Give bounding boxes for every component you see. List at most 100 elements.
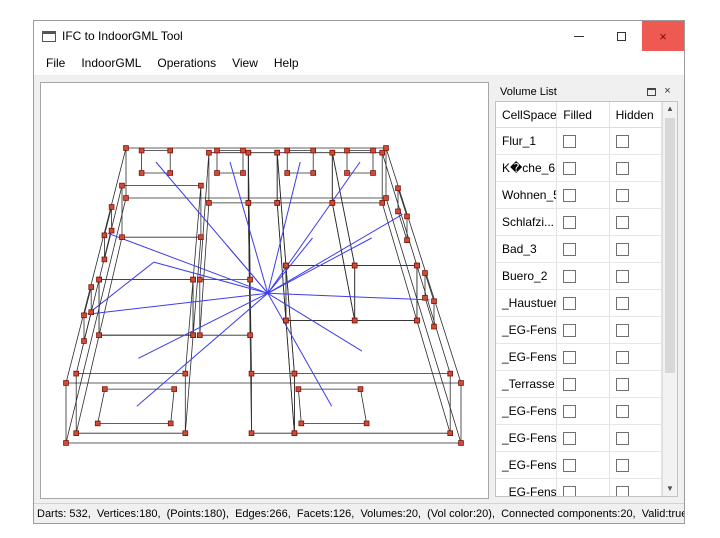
- hidden-cell: [610, 182, 662, 208]
- cellspace-name: Wohnen_5: [496, 182, 558, 208]
- maximize-button[interactable]: [600, 21, 642, 51]
- minimize-button[interactable]: [558, 21, 600, 51]
- volume-row[interactable]: _EG-Fens...: [496, 317, 662, 344]
- filled-checkbox[interactable]: [563, 458, 577, 472]
- hidden-checkbox[interactable]: [615, 161, 629, 175]
- filled-checkbox[interactable]: [563, 350, 577, 364]
- hidden-checkbox[interactable]: [615, 377, 629, 391]
- filled-checkbox[interactable]: [563, 431, 577, 445]
- hidden-checkbox[interactable]: [615, 458, 629, 472]
- vertical-scrollbar[interactable]: ▲ ▼: [662, 102, 677, 496]
- window-controls: ×: [558, 21, 684, 51]
- volume-row[interactable]: _EG-Fens...: [496, 398, 662, 425]
- cellspace-name: _EG-Fens...: [496, 452, 558, 478]
- hidden-checkbox[interactable]: [615, 242, 629, 256]
- volume-row[interactable]: Flur_1: [496, 128, 662, 155]
- hidden-checkbox[interactable]: [615, 350, 629, 364]
- hidden-cell: [610, 128, 662, 154]
- volume-row[interactable]: Bad_3: [496, 236, 662, 263]
- cellspace-name: _EG-Fens...: [496, 479, 558, 496]
- column-header-hidden: Hidden: [610, 102, 662, 127]
- filled-cell: [557, 263, 610, 289]
- cellspace-name: _Terrasse...: [496, 371, 558, 397]
- menu-item-operations[interactable]: Operations: [157, 56, 217, 70]
- hidden-cell: [610, 479, 662, 496]
- close-button[interactable]: ×: [642, 21, 684, 51]
- scroll-down-icon[interactable]: ▼: [666, 484, 674, 493]
- menu-item-file[interactable]: File: [46, 56, 66, 70]
- hidden-checkbox[interactable]: [615, 431, 629, 445]
- column-header-filled: Filled: [557, 102, 610, 127]
- table-header: CellSpace Filled Hidden: [496, 102, 662, 128]
- maximize-icon: [616, 31, 626, 41]
- hidden-cell: [610, 155, 662, 181]
- volume-row[interactable]: _EG-Fens...: [496, 452, 662, 479]
- volume-row[interactable]: K�che_6: [496, 155, 662, 182]
- dock-title: Volume List: [500, 85, 557, 98]
- filled-cell: [557, 425, 610, 451]
- menu-item-help[interactable]: Help: [273, 56, 299, 70]
- filled-cell: [557, 452, 610, 478]
- menu-item-view[interactable]: View: [232, 56, 258, 70]
- volume-row[interactable]: _EG-Fens...: [496, 425, 662, 452]
- hidden-checkbox[interactable]: [615, 134, 629, 148]
- filled-checkbox[interactable]: [563, 377, 577, 391]
- volume-row[interactable]: Buero_2: [496, 263, 662, 290]
- title-bar: IFC to IndoorGML Tool ×: [34, 21, 684, 51]
- filled-cell: [557, 128, 610, 154]
- hidden-checkbox[interactable]: [615, 269, 629, 283]
- filled-checkbox[interactable]: [563, 161, 577, 175]
- hidden-cell: [610, 371, 662, 397]
- cellspace-name: Schlafzi...: [496, 209, 558, 235]
- cellspace-name: K�che_6: [496, 155, 558, 181]
- hidden-checkbox[interactable]: [615, 485, 629, 496]
- volume-list-panel: Volume List × CellSpace Filled Hidden Fl…: [495, 82, 678, 497]
- scrollbar-thumb[interactable]: [665, 118, 675, 373]
- volume-row[interactable]: Schlafzi...: [496, 209, 662, 236]
- hidden-checkbox[interactable]: [615, 188, 629, 202]
- hidden-checkbox[interactable]: [615, 323, 629, 337]
- hidden-checkbox[interactable]: [615, 296, 629, 310]
- filled-checkbox[interactable]: [563, 296, 577, 310]
- volume-row[interactable]: _Haustuer: [496, 290, 662, 317]
- dock-close-icon: ×: [664, 85, 671, 97]
- filled-cell: [557, 317, 610, 343]
- hidden-cell: [610, 236, 662, 262]
- filled-checkbox[interactable]: [563, 323, 577, 337]
- minimize-icon: [574, 35, 584, 37]
- menu-item-indoorgml[interactable]: IndoorGML: [81, 56, 142, 70]
- filled-checkbox[interactable]: [563, 269, 577, 283]
- volume-row[interactable]: _EG-Fens...: [496, 479, 662, 496]
- filled-cell: [557, 344, 610, 370]
- hidden-checkbox[interactable]: [615, 215, 629, 229]
- filled-checkbox[interactable]: [563, 134, 577, 148]
- status-bar: Darts: 532, Vertices:180, (Points:180), …: [34, 503, 684, 523]
- filled-checkbox[interactable]: [563, 242, 577, 256]
- column-header-cellspace: CellSpace: [496, 102, 558, 127]
- filled-checkbox[interactable]: [563, 404, 577, 418]
- filled-checkbox[interactable]: [563, 485, 577, 496]
- cellspace-name: _EG-Fens...: [496, 317, 558, 343]
- filled-cell: [557, 155, 610, 181]
- dock-float-button[interactable]: [644, 84, 659, 99]
- viewport-3d[interactable]: [40, 82, 489, 499]
- window-title: IFC to IndoorGML Tool: [62, 29, 183, 43]
- filled-cell: [557, 236, 610, 262]
- volume-row[interactable]: _EG-Fens...: [496, 344, 662, 371]
- hidden-cell: [610, 398, 662, 424]
- filled-cell: [557, 398, 610, 424]
- filled-cell: [557, 479, 610, 496]
- cellspace-name: _EG-Fens...: [496, 344, 558, 370]
- volume-row[interactable]: Wohnen_5: [496, 182, 662, 209]
- filled-checkbox[interactable]: [563, 215, 577, 229]
- app-icon: [42, 30, 56, 42]
- scroll-up-icon[interactable]: ▲: [666, 104, 674, 113]
- filled-checkbox[interactable]: [563, 188, 577, 202]
- hidden-cell: [610, 344, 662, 370]
- dock-close-button[interactable]: ×: [660, 84, 675, 99]
- volume-row[interactable]: _Terrasse...: [496, 371, 662, 398]
- hidden-checkbox[interactable]: [615, 404, 629, 418]
- close-icon: ×: [659, 28, 667, 44]
